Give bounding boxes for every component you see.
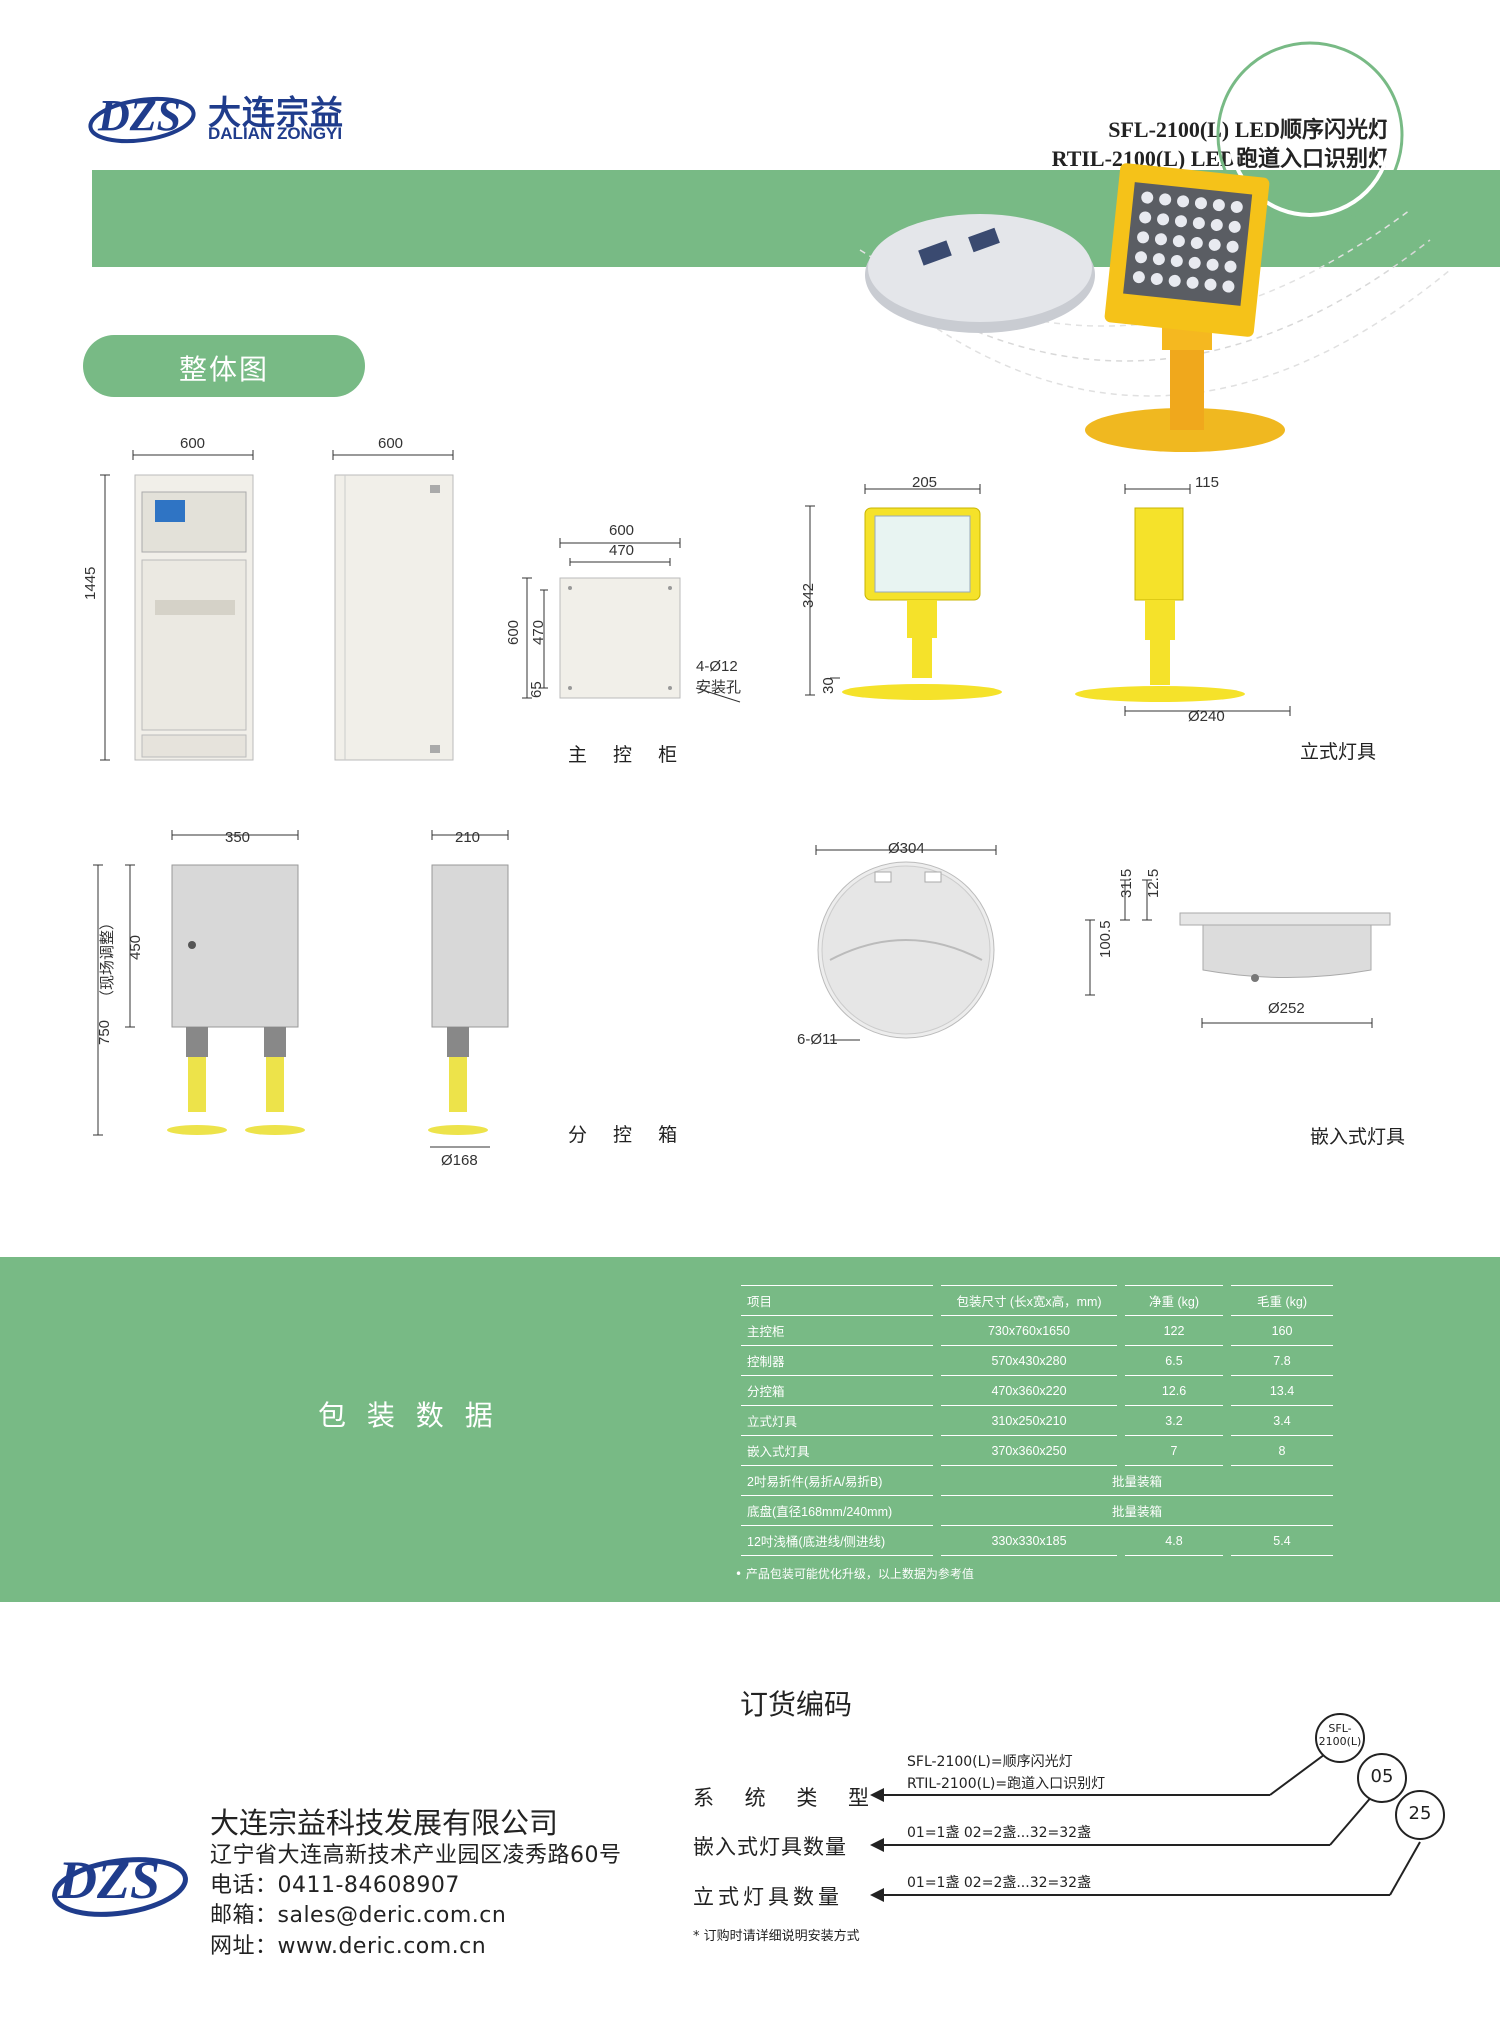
company-address: 辽宁省大连高新技术产业园区凌秀路60号 [210, 1843, 622, 1868]
order-label-system: 系 统 类 型 [693, 1786, 882, 1810]
cabinet-base-w-inner: 470 [609, 542, 635, 559]
code-inset-qty: 05 [1370, 1766, 1394, 1787]
inset-light-drawing [815, 845, 1391, 1041]
standing-light-drawing [805, 484, 1291, 716]
cabinet-base-w-outer: 600 [609, 522, 635, 539]
standing-front-width: 205 [912, 474, 938, 491]
cabinet-base-h-outer: 600 [505, 619, 522, 645]
order-desc-system-1: SFL-2100(L)=顺序闪光灯 [907, 1754, 1073, 1770]
cabinet-base-edge: 65 [528, 681, 545, 698]
cabinet-base-h-inner: 470 [530, 619, 547, 645]
inset-top-dia: Ø304 [888, 840, 925, 857]
cabinet-side-width: 600 [378, 435, 404, 452]
subbox-pole-dia: Ø168 [441, 1152, 478, 1169]
brand-name-en: DALIAN ZONGYI [208, 124, 343, 143]
subbox-box-height: 450 [127, 934, 144, 960]
order-desc-inset: 01=1盏 02=2盏...32=32盏 [907, 1825, 1092, 1841]
subbox-total-height: 750 [96, 1019, 113, 1045]
cabinet-height: 1445 [82, 566, 99, 600]
overview-tab-label: 整体图 [178, 353, 269, 386]
cabinet-holes-note: 安装孔 [696, 679, 742, 696]
sub-box-drawing [93, 830, 509, 1148]
inset-h1: 31.5 [1118, 868, 1135, 898]
col-net: 净重 (kg) [1125, 1285, 1223, 1316]
order-desc-system-2: RTIL-2100(L)=跑道入口识别灯 [907, 1776, 1106, 1792]
table-row: 底盘(直径168mm/240mm) 批量装箱 [741, 1496, 1333, 1526]
col-size: 包装尺寸 (长x宽x高，mm) [941, 1285, 1117, 1316]
product-title-1: SFL-2100(L) LED顺序闪光灯 [1108, 117, 1390, 142]
table-row: 12吋浅桶(底进线/侧进线) 330x330x185 4.8 5.4 [741, 1526, 1333, 1556]
standing-base-h: 30 [820, 677, 837, 694]
logo-text: DZS [98, 91, 182, 140]
code-system: SFL- 2100(L) [1318, 1722, 1362, 1748]
company-name: 大连宗益科技发展有限公司 [210, 1806, 559, 1840]
hero-product-image [859, 41, 1451, 452]
table-row: 嵌入式灯具 370x360x250 7 8 [741, 1436, 1333, 1466]
inset-h2: 12.5 [1145, 868, 1162, 898]
subbox-adjust-note: （现场调整） [99, 914, 116, 1005]
company-phone: 电话：0411-84608907 [210, 1873, 460, 1898]
standing-light-label: 立式灯具 [1300, 741, 1377, 763]
inset-total-h: 100.5 [1097, 920, 1114, 958]
packaging-title: 包 装 数 据 [318, 1399, 499, 1432]
col-gross: 毛重 (kg) [1231, 1285, 1333, 1316]
company-web: 网址：www.deric.com.cn [210, 1934, 487, 1959]
sub-box-label: 分 控 箱 [568, 1124, 688, 1146]
subbox-side-width: 210 [455, 829, 481, 846]
overview-tab [83, 335, 365, 397]
inset-bottom-dia: Ø252 [1268, 1000, 1305, 1017]
company-email: 邮箱：sales@deric.com.cn [210, 1903, 507, 1928]
cabinet-label: 主 控 柜 [568, 744, 688, 766]
packaging-table: 项目 包装尺寸 (长x宽x高，mm) 净重 (kg) 毛重 (kg) 主控柜 7… [733, 1285, 1341, 1556]
standing-side-width: 115 [1195, 474, 1219, 491]
footer-logo-text: DZS [58, 1850, 161, 1910]
brand-logo: DZS 大连宗益 DALIAN ZONGYI [88, 86, 390, 146]
footer-logo: DZS [50, 1845, 190, 1920]
table-row: 主控柜 730x760x1650 122 160 [741, 1316, 1333, 1346]
inset-light-label: 嵌入式灯具 [1310, 1126, 1406, 1148]
order-note: * 订购时请详细说明安装方式 [693, 1929, 860, 1944]
cabinet-front-width: 600 [180, 435, 206, 452]
ordering-title: 订货编码 [740, 1688, 853, 1721]
cabinet-drawing [100, 450, 741, 761]
packaging-footnote: • 产品包装可能优化升级，以上数据为参考值 [735, 1567, 974, 1581]
table-row: 立式灯具 310x250x210 3.2 3.4 [741, 1406, 1333, 1436]
ordering-diagram [870, 1713, 1445, 1902]
order-desc-standing: 01=1盏 02=2盏...32=32盏 [907, 1875, 1092, 1891]
subbox-front-width: 350 [225, 829, 251, 846]
cabinet-holes: 4-Ø12 [696, 658, 738, 675]
standing-base-dia: Ø240 [1188, 708, 1225, 725]
order-label-inset: 嵌入式灯具数量 [693, 1835, 847, 1859]
table-row: 控制器 570x430x280 6.5 7.8 [741, 1346, 1333, 1376]
brand-name-cn: 大连宗益 [208, 93, 344, 132]
code-standing-qty: 25 [1408, 1803, 1432, 1824]
table-row: 分控箱 470x360x220 12.6 13.4 [741, 1376, 1333, 1406]
packaging-band [0, 1257, 1500, 1602]
standing-height: 342 [800, 582, 817, 608]
col-item: 项目 [741, 1285, 933, 1316]
table-row: 2吋易折件(易折A/易折B) 批量装箱 [741, 1466, 1333, 1496]
inset-holes: 6-Ø11 [797, 1031, 838, 1048]
order-label-standing: 立式灯具数量 [693, 1885, 843, 1909]
